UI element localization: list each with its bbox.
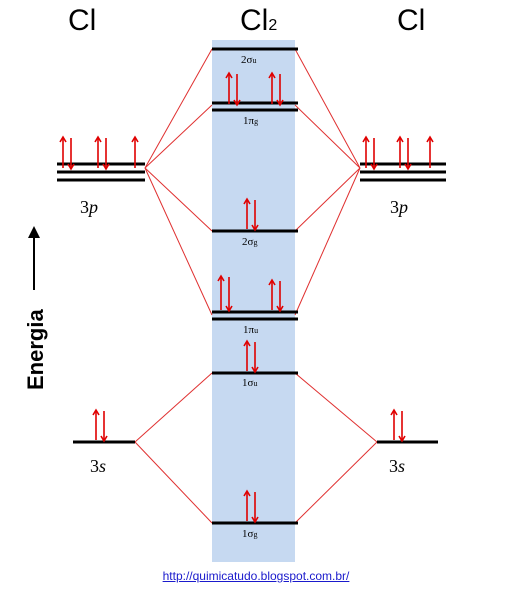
- title-right-atom: Cl: [397, 4, 425, 37]
- right-3s-electrons-icon: [390, 408, 406, 443]
- source-link[interactable]: http://quimicatudo.blogspot.com.br/: [162, 569, 350, 583]
- title-molecule-main: Cl: [240, 4, 268, 37]
- title-molecule: Cl2: [240, 4, 277, 37]
- mo-1pi-u-level: [212, 310, 298, 321]
- mo-1pi-u-label: 1πu: [243, 324, 258, 336]
- mo-1sigma-u-electrons-icon: [243, 339, 259, 374]
- connector-lines: [134, 48, 378, 524]
- energy-axis-arrow-icon: [28, 226, 40, 290]
- mo-1pi-u-electrons-icon: [217, 274, 284, 313]
- title-molecule-subscript: 2: [268, 17, 277, 34]
- mo-1pi-g-label: 1πg: [243, 115, 258, 127]
- mo-1sigma-g-electrons-icon: [243, 489, 259, 524]
- energy-axis-label: Energia: [23, 309, 48, 390]
- title-left-atom: Cl: [68, 4, 96, 37]
- left-3s-electrons-icon: [92, 408, 108, 443]
- mo-1sigma-u-label: 1σu: [242, 377, 257, 389]
- right-3s-label: 3s: [389, 456, 405, 476]
- mo-2sigma-g-label: 2σg: [242, 236, 257, 248]
- mo-1pi-g-level: [212, 101, 298, 112]
- mo-1sigma-g-label: 1σg: [242, 528, 257, 540]
- mo-2sigma-g-electrons-icon: [243, 197, 259, 232]
- right-3p-label: 3p: [390, 197, 408, 217]
- mo-1pi-g-electrons-icon: [225, 71, 284, 107]
- right-3p-electrons-icon: [362, 135, 434, 171]
- left-3p-electrons-icon: [59, 135, 139, 171]
- left-3s-label: 3s: [90, 456, 106, 476]
- mo-2sigma-u-label: 2σu: [241, 54, 256, 66]
- left-3p-label: 3p: [80, 197, 98, 217]
- molecule-band: [212, 40, 295, 562]
